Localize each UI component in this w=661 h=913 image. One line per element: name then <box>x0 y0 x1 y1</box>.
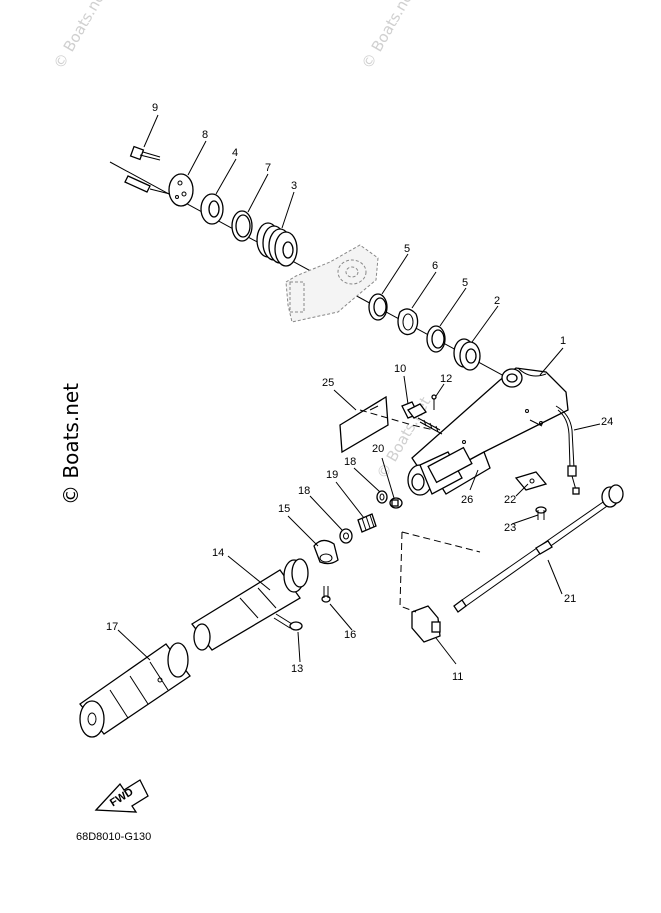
callout-23: 23 <box>504 522 516 534</box>
callout-1: 1 <box>560 335 566 347</box>
part-12-pin <box>431 394 437 410</box>
callout-5-upper: 5 <box>404 243 410 255</box>
watermark-left-side: © Boats.net <box>59 383 83 505</box>
callout-22: 22 <box>504 494 516 506</box>
part-10-wing-bolt <box>401 401 443 435</box>
part-17-screw <box>273 613 303 631</box>
assembly-line-11-top <box>401 531 481 553</box>
diagram-code: 68D8010-G130 <box>76 831 151 843</box>
callout-17: 13 <box>291 663 303 675</box>
part-4-washer <box>200 193 224 225</box>
throttle-cable-end <box>124 175 171 195</box>
callout-21: 21 <box>564 593 576 605</box>
assembly-line-25 <box>359 409 435 431</box>
callout-26: 26 <box>461 494 473 506</box>
fwd-arrow-icon: FWD <box>94 779 149 813</box>
callout-6: 6 <box>432 260 438 272</box>
part-23-screw <box>535 506 547 520</box>
callout-5-lower: 5 <box>462 277 468 289</box>
callout-13: 14 <box>212 547 224 559</box>
part-1-steering-arm <box>407 367 569 496</box>
steering-bracket-reference <box>285 244 379 323</box>
part-18-washer-lower <box>339 528 353 544</box>
leader-lines <box>117 114 601 665</box>
part-6-wave-washer <box>397 308 419 336</box>
part-24-cable <box>555 405 580 495</box>
watermark-top-right: © Boats.net <box>358 0 419 72</box>
part-22-plate <box>514 471 548 491</box>
assembly-line-11 <box>399 531 417 613</box>
part-7-o-ring <box>231 210 253 242</box>
callout-14: 15 <box>278 503 290 515</box>
callout-20: 20 <box>372 443 384 455</box>
part-15-screw <box>321 586 331 603</box>
part-3-bushing <box>453 338 481 371</box>
callout-9: 9 <box>152 102 158 114</box>
part-14-friction-piece <box>313 539 339 565</box>
part-19-spring <box>357 513 377 533</box>
callout-8: 8 <box>202 129 208 141</box>
part-5-spacer-upper <box>368 293 388 321</box>
part-8-plate <box>168 173 194 207</box>
callout-12: 12 <box>440 373 452 385</box>
part-16-throttle-grip <box>79 642 191 738</box>
callout-10: 10 <box>394 363 406 375</box>
part-21-rod <box>453 484 624 613</box>
callout-11: 11 <box>452 671 463 683</box>
callout-15: 16 <box>344 629 356 641</box>
callout-19: 19 <box>326 469 338 481</box>
callout-4: 4 <box>232 147 238 159</box>
part-5-spacer-lower <box>426 325 446 353</box>
callout-2: 3 <box>291 180 297 192</box>
part-20-pin <box>389 497 403 509</box>
part-18-washer-upper <box>376 490 388 504</box>
part-2-collar <box>256 222 298 267</box>
part-9-bolt <box>129 145 161 161</box>
callout-3: 2 <box>494 295 500 307</box>
callout-7: 7 <box>265 162 271 174</box>
part-11-bracket <box>411 605 441 643</box>
callout-18-upper: 18 <box>344 456 356 468</box>
part-25-decal <box>339 395 389 454</box>
callout-18-lower: 18 <box>298 485 310 497</box>
callout-25: 25 <box>322 377 334 389</box>
watermark-top-left: © Boats.net <box>50 0 111 72</box>
callout-24: 24 <box>601 416 613 428</box>
part-13-throttle-shaft <box>191 558 309 651</box>
callout-16: 17 <box>106 621 118 633</box>
